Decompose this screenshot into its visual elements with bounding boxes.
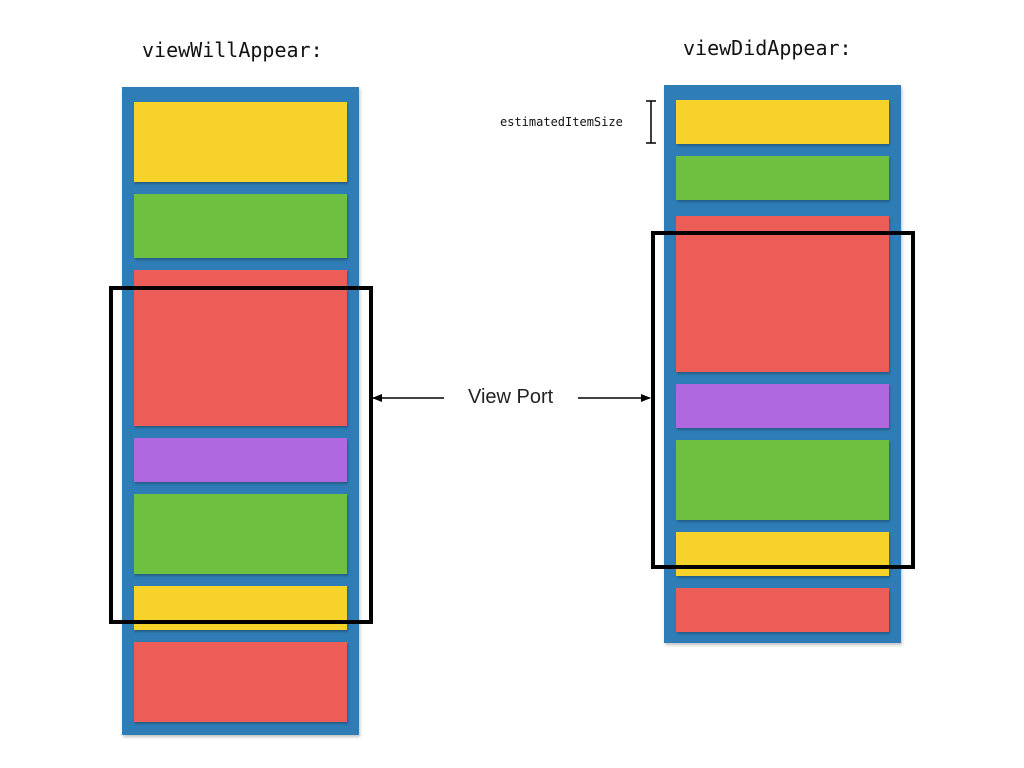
left-collection-view — [122, 87, 359, 735]
right-cell-2 — [676, 156, 889, 200]
right-cell-3 — [676, 216, 889, 372]
view-port-label: View Port — [468, 386, 554, 408]
view-will-appear-title: viewWillAppear: — [142, 38, 323, 62]
right-collection-view — [664, 85, 901, 643]
right-cell-7 — [676, 588, 889, 632]
left-cell-3 — [134, 270, 347, 426]
right-cell-5 — [676, 440, 889, 520]
left-cell-2 — [134, 194, 347, 258]
right-viewport-frame — [651, 231, 915, 569]
left-cell-7 — [134, 642, 347, 722]
view-did-appear-title: viewDidAppear: — [683, 36, 852, 60]
left-cell-1 — [134, 102, 347, 182]
estimated-item-size-label: estimatedItemSize — [500, 115, 623, 129]
left-cell-4 — [134, 438, 347, 482]
left-cell-5 — [134, 494, 347, 574]
right-cell-1 — [676, 100, 889, 144]
estimated-item-size-bracket — [646, 100, 656, 144]
left-viewport-frame — [109, 286, 373, 624]
right-cell-4 — [676, 384, 889, 428]
